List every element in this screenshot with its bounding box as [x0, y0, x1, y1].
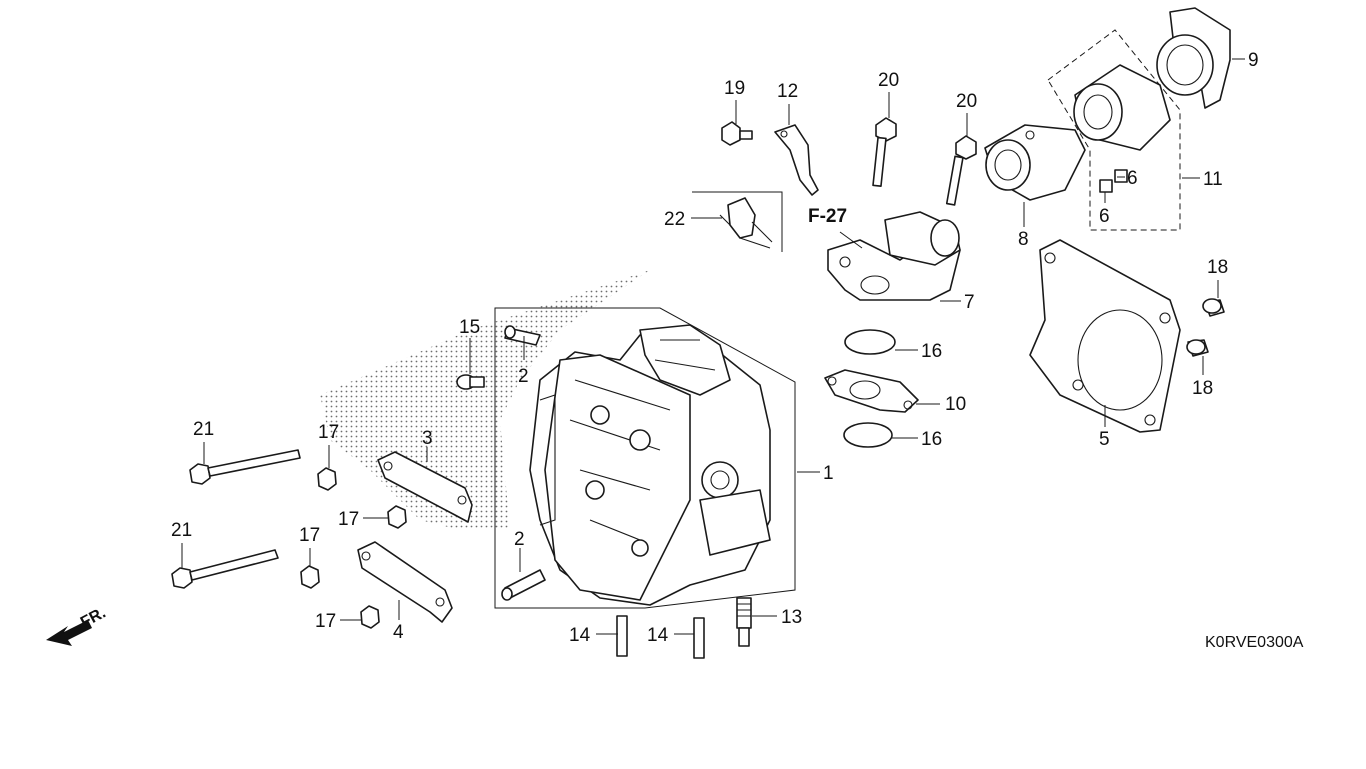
joint-part-9	[1156, 7, 1231, 109]
callout-8: 8	[1018, 229, 1029, 250]
nut-part-6-lower	[1099, 179, 1113, 193]
dowel-pin-part-2-upper	[504, 325, 541, 346]
section-reference-label: F-27	[808, 206, 847, 227]
callout-1: 1	[823, 463, 834, 484]
dowel-pin-part-18-lower	[1186, 339, 1209, 357]
spark-plug-part-13	[736, 597, 752, 647]
bolt-part-21-lower	[171, 549, 279, 589]
callout-13: 13	[781, 607, 802, 628]
callout-21-upper: 21	[193, 419, 214, 440]
callout-2-lower: 2	[514, 529, 525, 550]
section-reference-leader	[839, 231, 863, 249]
stud-bolt-part-14-right	[693, 617, 705, 659]
callout-18-lower: 18	[1192, 378, 1213, 399]
callout-labels: 1 2 2 3 4 5 6 6 7 8 9 10 11 12 13 14 14 …	[171, 50, 1259, 646]
callout-9: 9	[1248, 50, 1259, 71]
callout-17-d: 17	[315, 611, 336, 632]
callout-14-left: 14	[569, 625, 591, 646]
nut-part-17-d	[360, 605, 380, 629]
callout-19: 19	[724, 78, 745, 99]
dowel-pin-part-18-upper	[1202, 298, 1225, 317]
callout-18-upper: 18	[1207, 257, 1228, 278]
figure-code: K0RVE0300A	[1205, 634, 1304, 651]
bolt-part-20-right	[945, 135, 977, 206]
callout-12: 12	[777, 81, 798, 102]
callout-6-upper: 6	[1127, 168, 1138, 189]
o-ring-part-16-lower	[843, 422, 893, 448]
callout-16-lower: 16	[921, 429, 942, 450]
callout-16-upper: 16	[921, 341, 942, 362]
callout-15: 15	[459, 317, 480, 338]
callout-2-upper: 2	[518, 366, 529, 387]
callout-21-lower: 21	[171, 520, 192, 541]
callout-4: 4	[393, 622, 404, 643]
nut-part-17-a	[317, 467, 337, 491]
tube-assembly-part-11	[1047, 29, 1181, 231]
callout-17-c: 17	[299, 525, 320, 546]
insulator-plate-part-10	[824, 369, 919, 413]
front-direction-arrow: FR.	[46, 604, 109, 646]
leader-lines	[181, 58, 1245, 635]
callout-20-right: 20	[956, 91, 977, 112]
dowel-pin-part-2-lower	[501, 569, 546, 601]
callout-14-right: 14	[647, 625, 669, 646]
callout-20-left: 20	[878, 70, 899, 91]
nut-part-17-b	[387, 505, 407, 529]
o-ring-part-16-upper	[844, 329, 896, 355]
callout-7: 7	[964, 292, 975, 313]
cylinder-head-part-1	[494, 307, 796, 609]
callout-17-a: 17	[318, 422, 339, 443]
bolt-part-20-left	[872, 117, 897, 187]
stud-bolt-part-14-left	[616, 615, 628, 657]
nut-part-17-c	[300, 565, 320, 589]
callout-6-lower: 6	[1099, 206, 1110, 227]
insulator-part-8	[984, 124, 1086, 201]
intake-pipe-part-7	[827, 211, 961, 301]
callout-3: 3	[422, 428, 433, 449]
callout-22: 22	[664, 209, 685, 230]
bracket-part-12	[774, 124, 819, 196]
head-gasket-part-5	[1029, 239, 1181, 433]
bolt-part-21-upper	[189, 449, 301, 485]
callout-17-b: 17	[338, 509, 359, 530]
callout-10: 10	[945, 394, 966, 415]
bolt-part-15	[456, 374, 485, 390]
clip-part-22	[692, 191, 783, 252]
bracket-part-4	[357, 541, 453, 623]
callout-11: 11	[1203, 169, 1223, 190]
nut-part-6-upper	[1114, 169, 1128, 183]
callout-5: 5	[1099, 429, 1110, 450]
bolt-part-19	[721, 121, 753, 146]
bracket-part-3	[377, 451, 473, 523]
